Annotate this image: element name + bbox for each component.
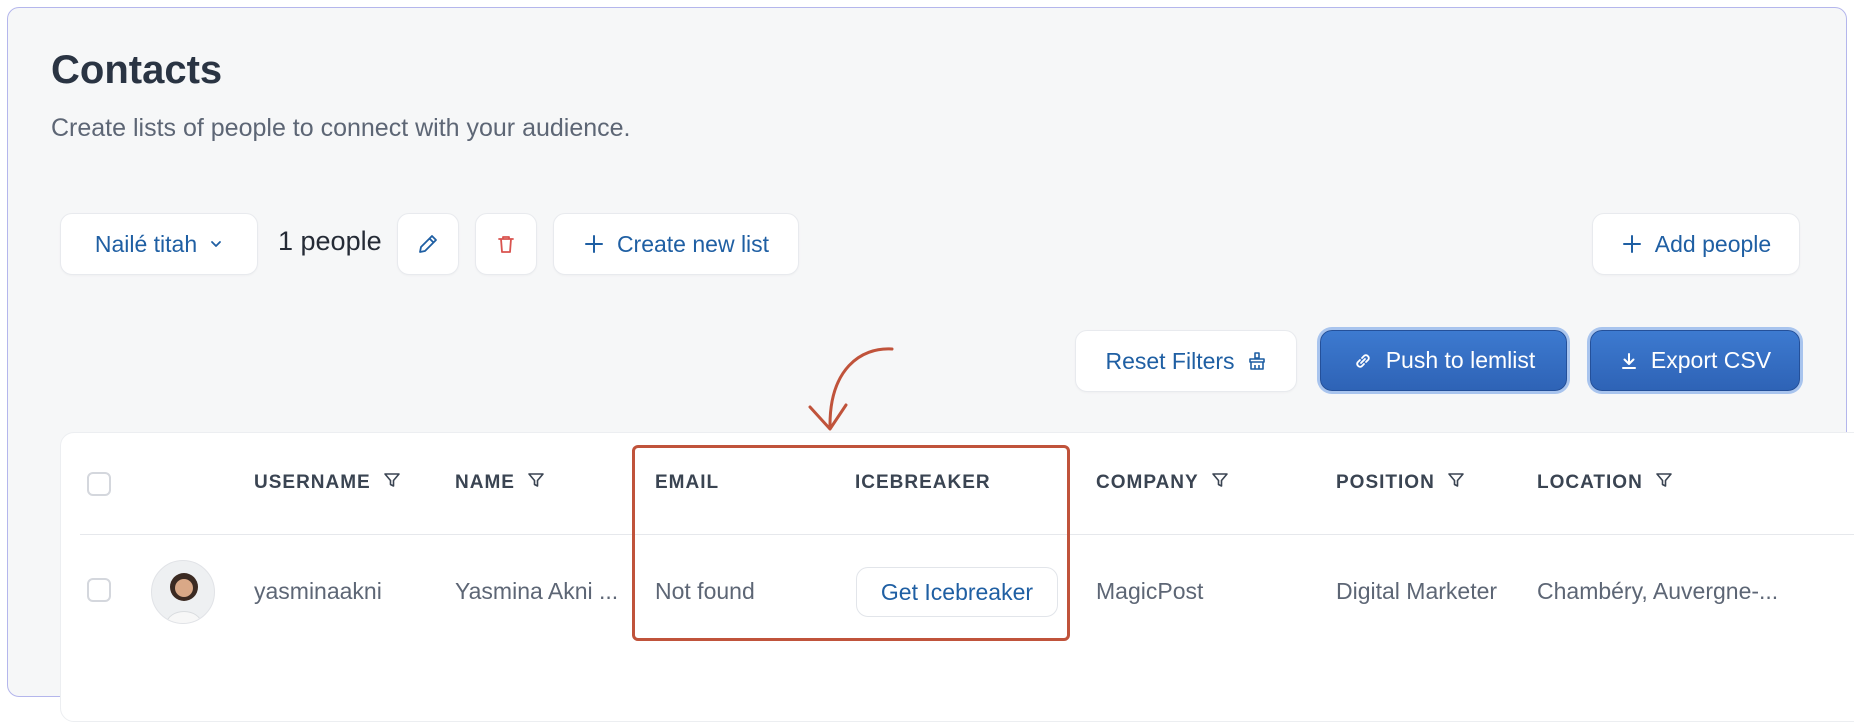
- page-title: Contacts: [51, 48, 223, 92]
- page-subtitle: Create lists of people to connect with y…: [51, 114, 631, 142]
- create-new-list-button[interactable]: Create new list: [553, 213, 799, 275]
- header-divider: [80, 534, 1854, 535]
- add-people-label: Add people: [1654, 230, 1772, 257]
- plus-icon: [583, 233, 605, 255]
- export-csv-label: Export CSV: [1650, 347, 1772, 373]
- download-icon: [1619, 351, 1639, 371]
- cell-company: MagicPost: [1096, 578, 1204, 604]
- select-all-checkbox[interactable]: [87, 472, 111, 496]
- create-new-list-label: Create new list: [616, 230, 770, 257]
- avatar: [151, 560, 215, 624]
- chevron-down-icon: [209, 237, 223, 251]
- column-header-name[interactable]: NAME: [455, 472, 545, 494]
- column-header-username[interactable]: USERNAME: [254, 472, 401, 494]
- trash-icon: [495, 233, 517, 255]
- cell-name: Yasmina Akni ...: [455, 578, 619, 604]
- column-header-location[interactable]: LOCATION: [1537, 472, 1673, 494]
- column-header-company[interactable]: COMPANY: [1096, 472, 1229, 494]
- column-header-email: EMAIL: [655, 472, 720, 493]
- broom-icon: [1247, 351, 1267, 371]
- add-people-button[interactable]: Add people: [1592, 213, 1800, 275]
- column-header-position[interactable]: POSITION: [1336, 472, 1465, 494]
- list-selector-label: Nailé titah: [94, 230, 198, 257]
- export-csv-button[interactable]: Export CSV: [1590, 330, 1800, 391]
- filter-icon[interactable]: [527, 471, 545, 495]
- filter-icon[interactable]: [1211, 471, 1229, 495]
- pencil-icon: [416, 232, 440, 256]
- list-selector[interactable]: Nailé titah: [60, 213, 258, 275]
- reset-filters-button[interactable]: Reset Filters: [1075, 330, 1297, 392]
- people-count: 1 people: [278, 226, 382, 256]
- cell-location: Chambéry, Auvergne-...: [1537, 578, 1779, 604]
- cell-position: Digital Marketer: [1336, 578, 1498, 604]
- push-to-lemlist-label: Push to lemlist: [1385, 347, 1536, 373]
- filter-icon[interactable]: [1447, 471, 1465, 495]
- get-icebreaker-button[interactable]: Get Icebreaker: [856, 567, 1058, 617]
- delete-list-button[interactable]: [475, 213, 537, 275]
- annotation-highlight-box: [632, 445, 1070, 641]
- cell-username: yasminaakni: [254, 578, 382, 604]
- reset-filters-label: Reset Filters: [1105, 347, 1235, 374]
- filter-icon[interactable]: [383, 471, 401, 495]
- column-header-icebreaker: ICEBREAKER: [855, 472, 991, 493]
- row-checkbox[interactable]: [87, 578, 111, 602]
- edit-list-button[interactable]: [397, 213, 459, 275]
- push-to-lemlist-button[interactable]: Push to lemlist: [1320, 330, 1567, 391]
- plus-icon: [1621, 233, 1643, 255]
- cell-email: Not found: [655, 578, 755, 604]
- filter-icon[interactable]: [1655, 471, 1673, 495]
- curved-arrow-icon: [808, 347, 894, 431]
- link-icon: [1352, 350, 1374, 372]
